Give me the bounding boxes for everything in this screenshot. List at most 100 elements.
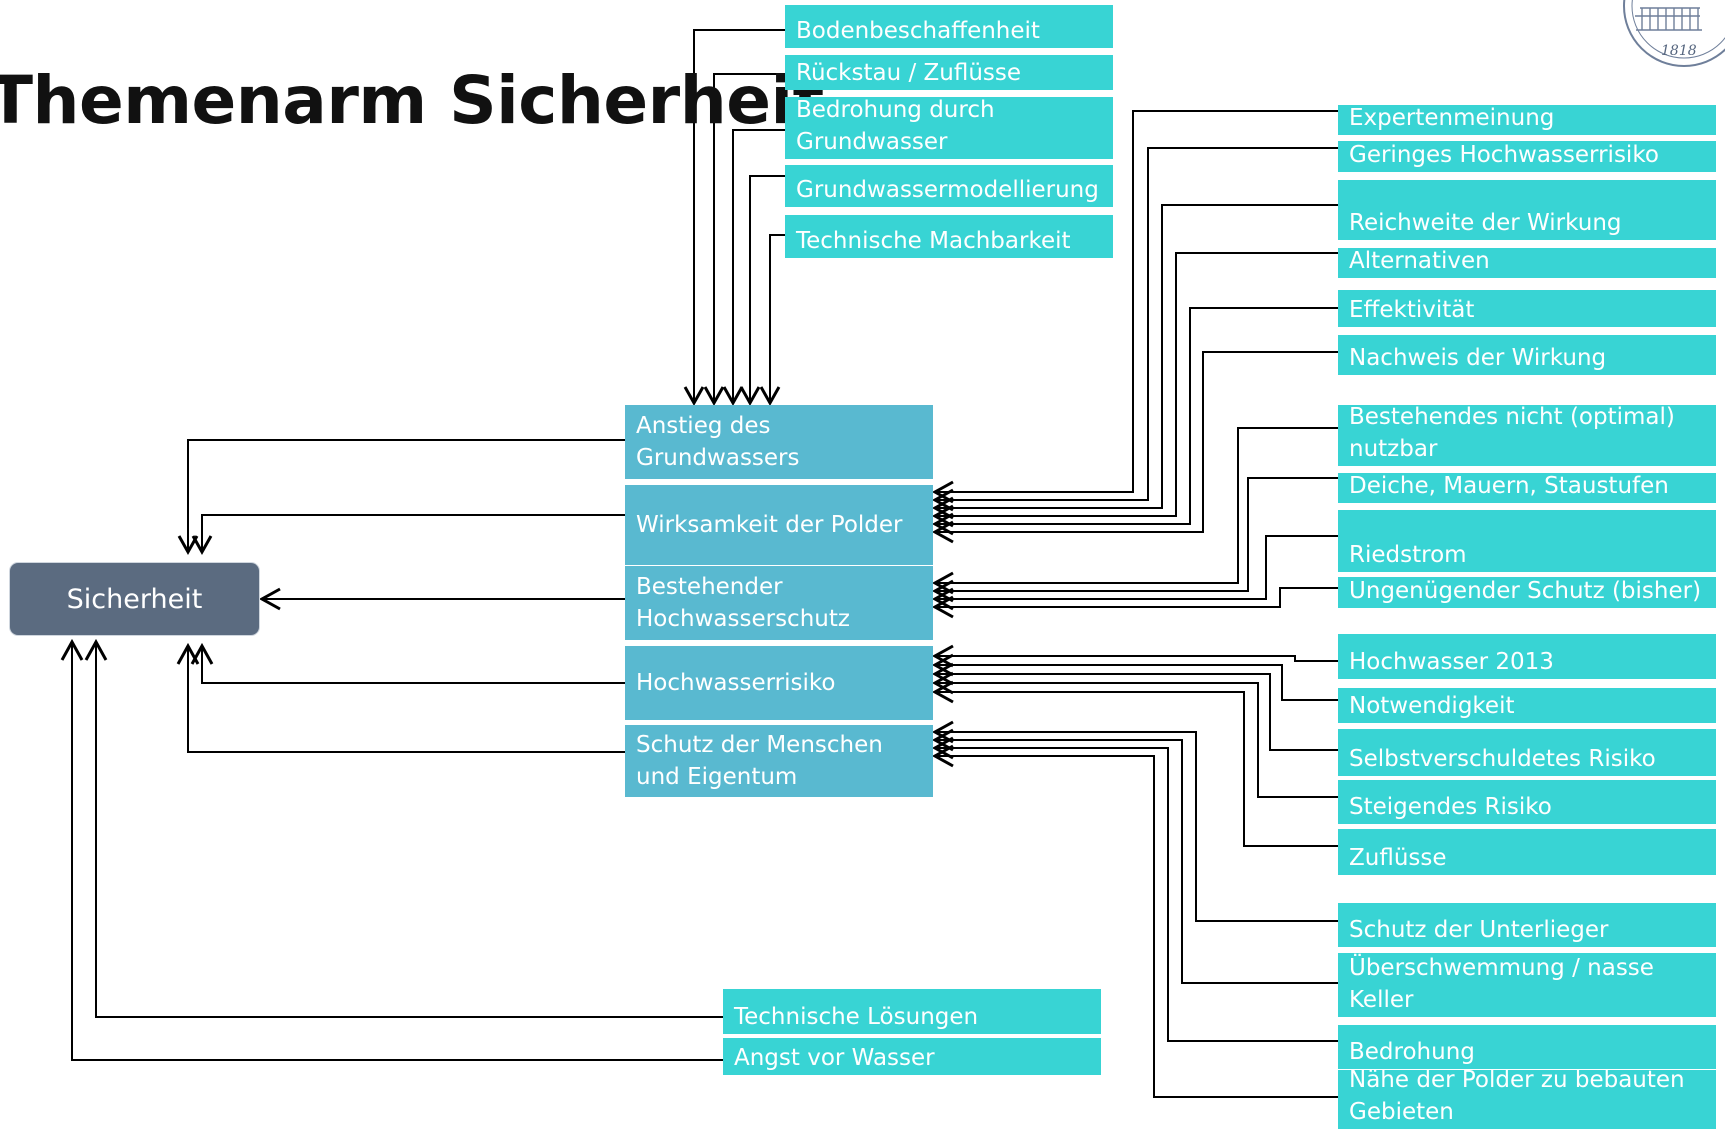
- leaf-node-notwendigkeit: Notwendigkeit: [1338, 688, 1716, 723]
- arrowhead-left: [931, 504, 954, 528]
- leaf-node-rückstau-zuflüsse-label: Rückstau / Zuflüsse: [796, 60, 1022, 86]
- leaf-node-steigendes-risiko-label: Steigendes Risiko: [1349, 794, 1552, 820]
- arrowhead-left: [931, 644, 954, 668]
- leaf-node-steigendes-risiko: Steigendes Risiko: [1338, 780, 1716, 824]
- leaf-node-hochwasser-2013: Hochwasser 2013: [1338, 634, 1716, 679]
- arrowhead-left: [931, 728, 954, 752]
- leaf-node-angst-vor-wasser-label: Angst vor Wasser: [734, 1045, 935, 1071]
- leaf-node-bedrohung: Bedrohung: [1338, 1025, 1716, 1069]
- leaf-node-ungenügender-schutz-bisher: Ungenügender Schutz (bisher): [1338, 577, 1716, 608]
- arrowhead-up: [84, 638, 108, 661]
- connector-right-13: [935, 682, 1338, 798]
- leaf-node-reichweite-der-wirkung-label: Reichweite der Wirkung: [1349, 210, 1622, 236]
- connector-top-0: [693, 29, 785, 403]
- leaf-node-bestehendes-nicht-optimal-nutzbar-label: Bestehendes nicht (optimal) nutzbar: [1349, 405, 1675, 462]
- middle-node-hochwasserrisiko: Hochwasserrisiko: [625, 646, 933, 720]
- arrowhead-left: [931, 653, 954, 677]
- connector-right-3: [935, 252, 1338, 517]
- leaf-node-deiche-mauern-staustufen-label: Deiche, Mauern, Staustufen: [1349, 473, 1669, 499]
- leaf-node-grundwassermodellierung: Grundwassermodellierung: [785, 165, 1113, 207]
- connector-right-2: [935, 204, 1338, 509]
- arrowhead-left: [931, 512, 954, 536]
- leaf-node-alternativen: Alternativen: [1338, 248, 1716, 278]
- connector-m1-root: [187, 439, 625, 552]
- leaf-node-nähe-der-polder-zu-bebauten-gebieten: Nähe der Polder zu bebauten Gebieten: [1338, 1070, 1716, 1129]
- arrowhead-up: [176, 642, 200, 665]
- leaf-node-zuflüsse-label: Zuflüsse: [1349, 845, 1447, 871]
- root-node-sicherheit: Sicherheit: [10, 563, 259, 635]
- connector-right-10: [935, 655, 1338, 662]
- leaf-node-nachweis-der-wirkung: Nachweis der Wirkung: [1338, 335, 1716, 375]
- connector-technische-loesungen: [95, 642, 723, 1018]
- leaf-node-bodenbeschaffenheit-label: Bodenbeschaffenheit: [796, 18, 1040, 44]
- arrowhead-left: [931, 496, 954, 520]
- connector-right-15: [935, 731, 1338, 922]
- connector-m2-root: [201, 514, 625, 552]
- connector-right-7: [935, 477, 1338, 592]
- middle-node-wirksamkeit-der-polder-label: Wirksamkeit der Polder: [636, 511, 903, 538]
- leaf-node-technische-machbarkeit: Technische Machbarkeit: [785, 215, 1113, 258]
- arrowhead-left: [931, 587, 954, 611]
- connector-right-4: [935, 307, 1338, 525]
- leaf-node-angst-vor-wasser: Angst vor Wasser: [723, 1038, 1101, 1075]
- arrowhead-down: [703, 386, 725, 407]
- leaf-node-zuflüsse: Zuflüsse: [1338, 829, 1716, 875]
- connector-right-18: [935, 755, 1338, 1098]
- arrowhead-left: [931, 579, 954, 603]
- leaf-node-bestehendes-nicht-optimal-nutzbar: Bestehendes nicht (optimal) nutzbar: [1338, 405, 1716, 466]
- arrowhead-left: [931, 662, 954, 686]
- leaf-node-überschwemmung-nasse-keller-label: Überschwemmung / nasse Keller: [1349, 955, 1654, 1013]
- leaf-node-technische-machbarkeit-label: Technische Machbarkeit: [796, 228, 1071, 254]
- connector-angst-vor-wasser: [71, 642, 723, 1061]
- arrowhead-left: [931, 720, 954, 744]
- arrowhead-down: [722, 386, 744, 407]
- arrowhead-left: [931, 571, 954, 595]
- connector-top-1: [713, 73, 785, 403]
- leaf-node-rückstau-zuflüsse: Rückstau / Zuflüsse: [785, 55, 1113, 90]
- arrowhead-down: [683, 386, 705, 407]
- leaf-node-expertenmeinung-label: Expertenmeinung: [1349, 105, 1555, 131]
- middle-node-anstieg-des-grundwassers-label: Anstieg des Grundwassers: [636, 412, 800, 471]
- leaf-node-bedrohung-label: Bedrohung: [1349, 1039, 1475, 1065]
- middle-node-bestehender-hochwasserschutz: Bestehender Hochwasserschutz: [625, 566, 933, 640]
- connector-right-0: [935, 110, 1338, 493]
- leaf-node-selbstverschuldetes-risiko-label: Selbstverschuldetes Risiko: [1349, 746, 1656, 772]
- arrowhead-left: [931, 680, 954, 704]
- leaf-node-deiche-mauern-staustufen: Deiche, Mauern, Staustufen: [1338, 473, 1716, 503]
- connector-right-1: [935, 147, 1338, 501]
- connector-top-4: [769, 234, 785, 403]
- middle-node-wirksamkeit-der-polder: Wirksamkeit der Polder: [625, 485, 933, 565]
- leaf-node-bedrohung-durch-grundwasser: Bedrohung durch Grundwasser: [785, 97, 1113, 159]
- arrowhead-left: [931, 488, 954, 512]
- leaf-node-nachweis-der-wirkung-label: Nachweis der Wirkung: [1349, 345, 1607, 371]
- page-title: Themenarm Sicherheit: [0, 62, 824, 139]
- arrowhead-down: [177, 535, 199, 556]
- leaf-node-schutz-der-unterlieger: Schutz der Unterlieger: [1338, 903, 1716, 947]
- leaf-node-schutz-der-unterlieger-label: Schutz der Unterlieger: [1349, 917, 1609, 943]
- leaf-node-notwendigkeit-label: Notwendigkeit: [1349, 693, 1515, 719]
- arrowhead-up: [60, 638, 84, 661]
- middle-node-anstieg-des-grundwassers: Anstieg des Grundwassers: [625, 405, 933, 479]
- leaf-node-effektivität: Effektivität: [1338, 290, 1716, 327]
- leaf-node-expertenmeinung: Expertenmeinung: [1338, 105, 1716, 135]
- arrowhead-left: [931, 520, 954, 544]
- leaf-node-alternativen-label: Alternativen: [1349, 248, 1490, 274]
- leaf-node-technische-lösungen: Technische Lösungen: [723, 989, 1101, 1034]
- middle-node-hochwasserrisiko-label: Hochwasserrisiko: [636, 669, 836, 696]
- connector-right-16: [935, 739, 1338, 984]
- leaf-node-grundwassermodellierung-label: Grundwassermodellierung: [796, 177, 1099, 203]
- connector-right-6: [935, 427, 1338, 584]
- arrowhead-left: [931, 595, 954, 619]
- leaf-node-geringes-hochwasserrisiko-label: Geringes Hochwasserrisiko: [1349, 142, 1659, 168]
- arrowhead-down: [191, 535, 213, 556]
- connector-right-9: [935, 587, 1338, 608]
- connector-top-3: [749, 175, 785, 403]
- leaf-node-effektivität-label: Effektivität: [1349, 297, 1475, 323]
- middle-node-schutz-der-menschen-und-eigentum-label: Schutz der Menschen und Eigentum: [636, 731, 883, 790]
- leaf-node-riedstrom-label: Riedstrom: [1349, 542, 1467, 568]
- arrowhead-left: [931, 671, 954, 695]
- connector-right-17: [935, 747, 1338, 1042]
- leaf-node-reichweite-der-wirkung: Reichweite der Wirkung: [1338, 180, 1716, 240]
- leaf-node-geringes-hochwasserrisiko: Geringes Hochwasserrisiko: [1338, 141, 1716, 172]
